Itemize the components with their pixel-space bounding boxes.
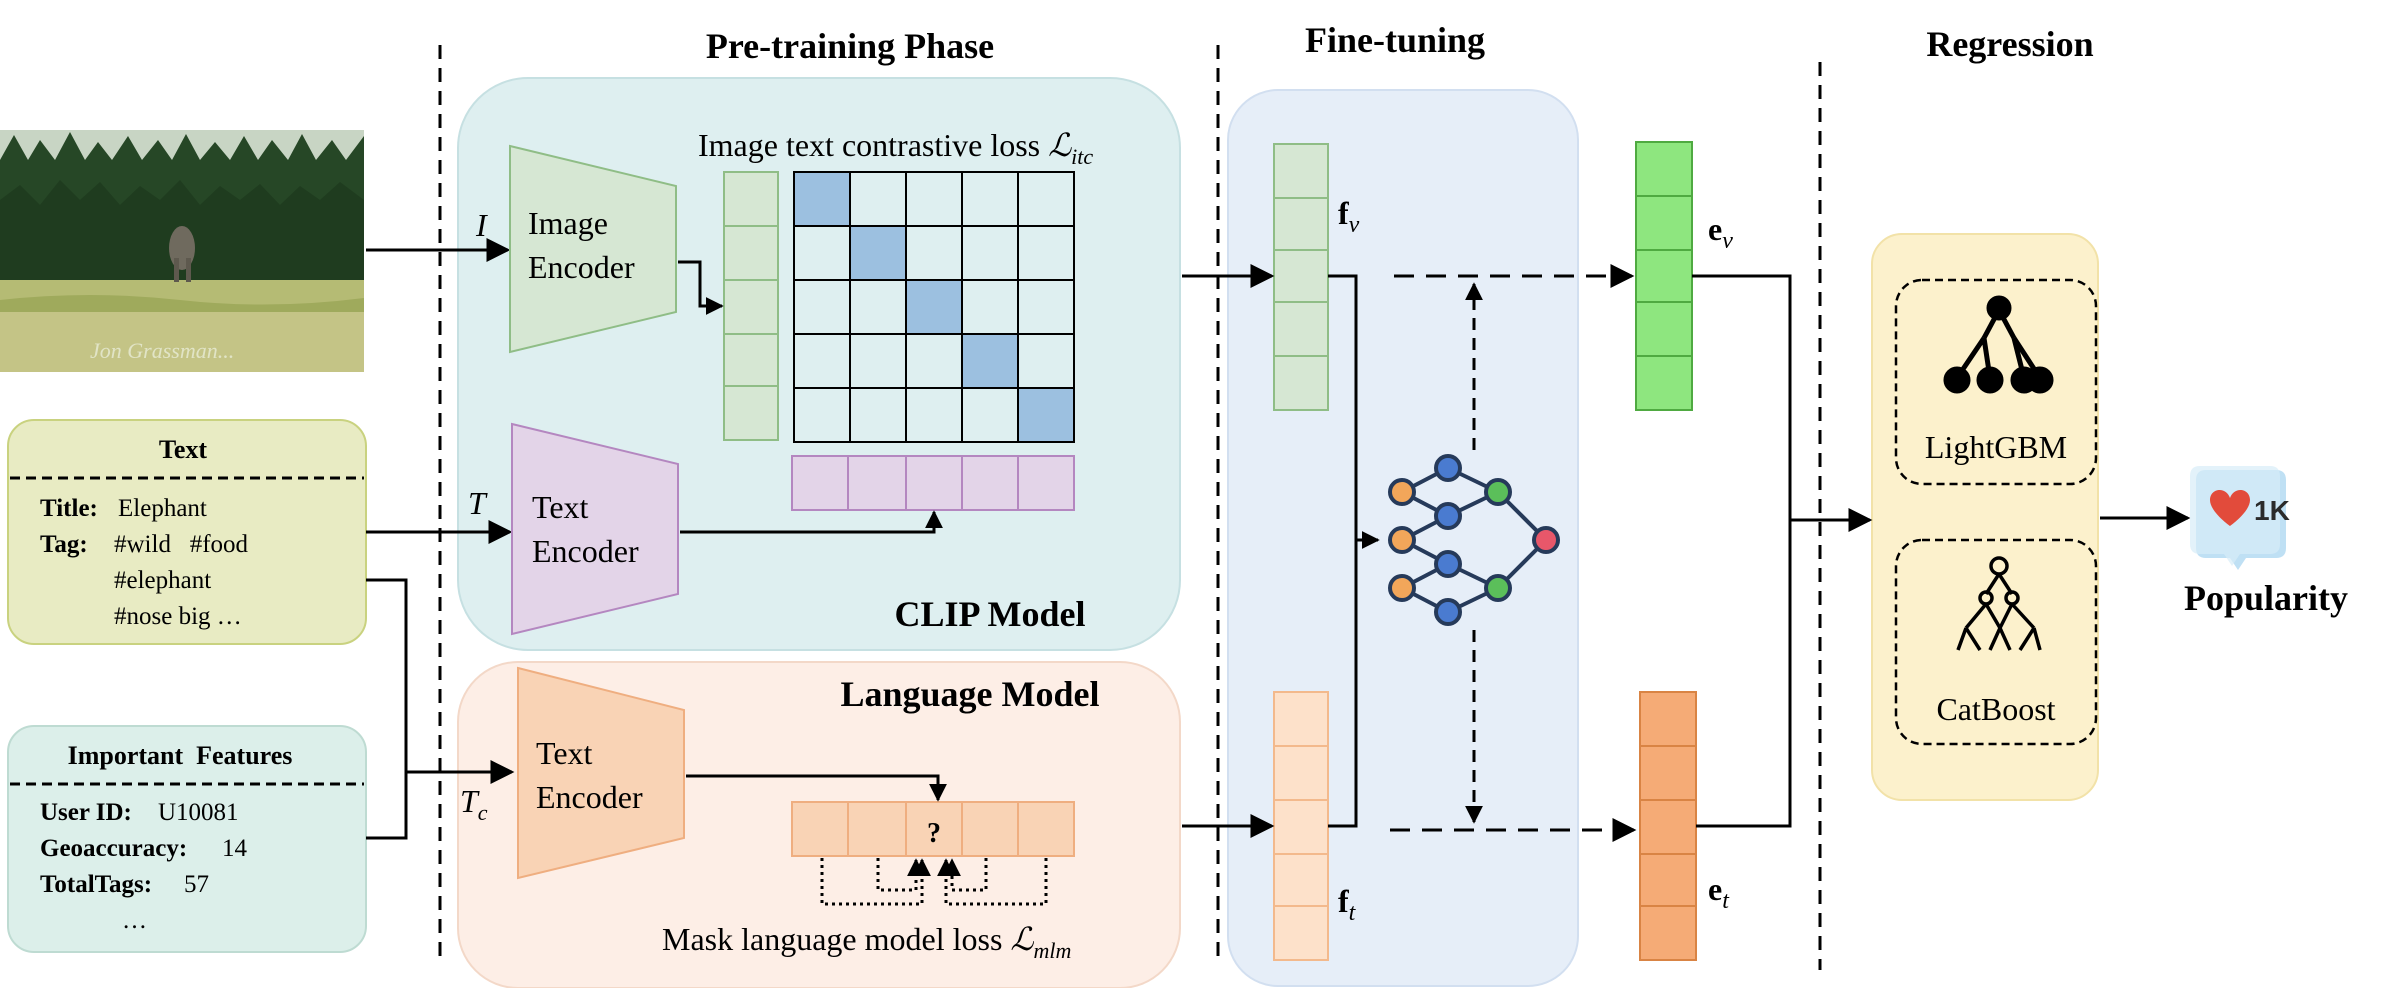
fv-label: fv: [1338, 195, 1360, 238]
ft-vector: [1273, 691, 1329, 961]
text-features-connector: [366, 578, 408, 840]
image-encoder-label-line1: Image: [528, 205, 608, 241]
lm-text-encoder-label-line1: Text: [536, 735, 593, 771]
lm-text-encoder-label-line2: Encoder: [536, 779, 643, 815]
catboost-card: [1894, 538, 2098, 746]
mlm-dotted-arrows: [820, 858, 1048, 906]
catboost-label: CatBoost: [1936, 691, 2055, 727]
tree-icon-lightgbm: [1943, 295, 2054, 394]
ev-vector: [1635, 141, 1693, 411]
feature-user-id-value: U10081: [158, 799, 239, 826]
image-embedding-vector: [723, 171, 779, 441]
section-title-finetuning: Fine-tuning: [1305, 20, 1485, 60]
text-embedding-vector: [791, 455, 1075, 511]
tag-line-3: #nose big …: [114, 603, 242, 630]
important-features-box: Important Features User ID: U10081 Geoac…: [7, 725, 367, 953]
text-input-box: Text Title: Elephant Tag: #wild #food #e…: [7, 419, 367, 645]
neural-network-icon: [1388, 454, 1560, 626]
label-T: T: [468, 485, 488, 521]
lightgbm-label: LightGBM: [1925, 429, 2067, 465]
image-signature: Jon Grassman...: [90, 338, 234, 363]
text-box-title: Text: [159, 435, 207, 464]
tag-key: Tag:: [40, 531, 88, 558]
ev-label: ev: [1708, 211, 1733, 254]
clip-model-title: CLIP Model: [894, 594, 1085, 634]
section-title-regression: Regression: [1926, 24, 2093, 64]
fv-vector: [1273, 143, 1329, 411]
title-key: Title:: [40, 495, 98, 522]
mlm-loss-label: Mask language model loss ℒmlm: [662, 921, 1071, 963]
lightgbm-card: [1894, 278, 2098, 486]
text-encoder-to-vector-arrow: [680, 510, 943, 534]
title-value: Elephant: [118, 495, 207, 522]
feature-totaltags-value: 57: [184, 871, 209, 898]
feature-geoaccuracy-value: 14: [222, 835, 248, 862]
image-encoder-label-line2: Encoder: [528, 249, 635, 285]
masked-token-vector: [791, 801, 1075, 857]
label-I: I: [475, 207, 488, 243]
clip-text-encoder-label-line2: Encoder: [532, 533, 639, 569]
features-ellipsis: …: [122, 907, 147, 934]
similarity-matrix: [793, 171, 1075, 443]
mask-token: ?: [927, 818, 941, 849]
feature-totaltags-key: TotalTags:: [40, 871, 152, 898]
clip-text-encoder: [511, 422, 679, 636]
features-box-title: Important Features: [68, 741, 293, 770]
contrastive-loss-label: Image text contrastive loss ℒitc: [698, 127, 1093, 169]
fv-ft-merge-line: [1328, 274, 1358, 828]
ft-label: ft: [1338, 883, 1357, 926]
et-label: et: [1708, 871, 1730, 914]
popularity-badge: 1K: [2190, 466, 2290, 570]
label-Tc: Tc: [460, 783, 488, 825]
heart-icon: [2210, 489, 2250, 526]
tag-line-1: #wild #food: [114, 531, 249, 558]
feature-user-id-key: User ID:: [40, 799, 132, 826]
tag-line-2: #elephant: [114, 567, 211, 594]
ev-et-merge-line: [1692, 274, 1792, 828]
input-image: Jon Grassman...: [0, 130, 364, 372]
clip-text-encoder-label-line1: Text: [532, 489, 589, 525]
section-title-pretraining: Pre-training Phase: [706, 26, 994, 66]
popularity-count-badge: 1K: [2254, 495, 2290, 526]
image-encoder-to-vector-arrow: [678, 260, 724, 315]
et-vector: [1639, 691, 1697, 961]
language-model-title: Language Model: [840, 674, 1099, 714]
popularity-label: Popularity: [2184, 578, 2348, 618]
clip-image-encoder: [509, 144, 677, 354]
lm-encoder-to-vector-arrow: [686, 774, 947, 802]
lm-text-encoder: [517, 666, 685, 880]
feature-geoaccuracy-key: Geoaccuracy:: [40, 835, 187, 862]
tree-icon-catboost: [1956, 556, 2042, 651]
